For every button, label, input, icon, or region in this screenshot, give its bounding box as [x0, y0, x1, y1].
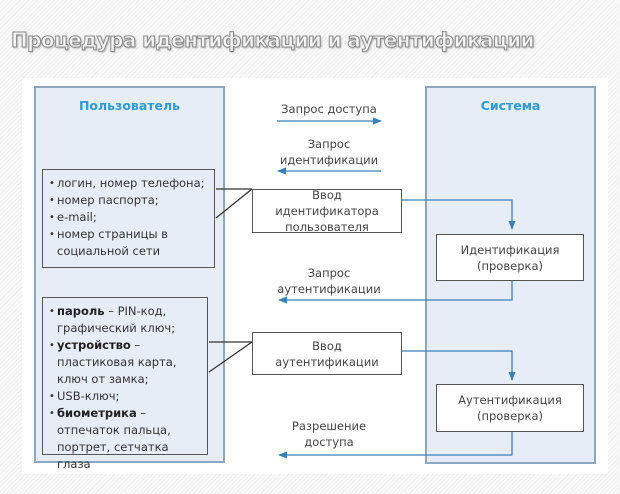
list-item: устройство – пластиковая карта, ключ от …	[49, 337, 203, 388]
label-access-grant: Разрешение доступа	[291, 419, 367, 449]
list-item: пароль – PIN-код, графический ключ;	[49, 303, 203, 337]
list-item: USB-ключ;	[49, 388, 203, 405]
label-auth-request: Запрос аутентификации	[277, 266, 381, 296]
system-panel-title: Система	[480, 98, 541, 113]
list-item: биометрика – отпечаток пальца, портрет, …	[49, 405, 203, 473]
identifiers-list: логин, номер телефона; номер паспорта; e…	[42, 169, 215, 268]
user-panel-title: Пользователь	[78, 98, 181, 113]
slide-title: Процедура идентификации и аутентификации	[11, 28, 536, 53]
authenticators-list: пароль – PIN-код, графический ключ; устр…	[42, 297, 208, 471]
input-identifier-box: Ввод идентификатора пользователя	[252, 188, 402, 234]
list-item: e-mail;	[49, 209, 210, 226]
authentication-box: Аутентификация (проверка)	[436, 384, 584, 432]
list-item: номер страницы в социальной сети	[49, 226, 210, 260]
label-id-request: Запрос идентификации	[279, 137, 379, 167]
list-item: номер паспорта;	[49, 192, 210, 209]
identification-box: Идентификация (проверка)	[436, 234, 584, 281]
input-authentication-box: Ввод аутентификации	[252, 332, 402, 375]
label-access-request: Запрос доступа	[281, 102, 377, 116]
list-item: логин, номер телефона;	[49, 175, 210, 192]
